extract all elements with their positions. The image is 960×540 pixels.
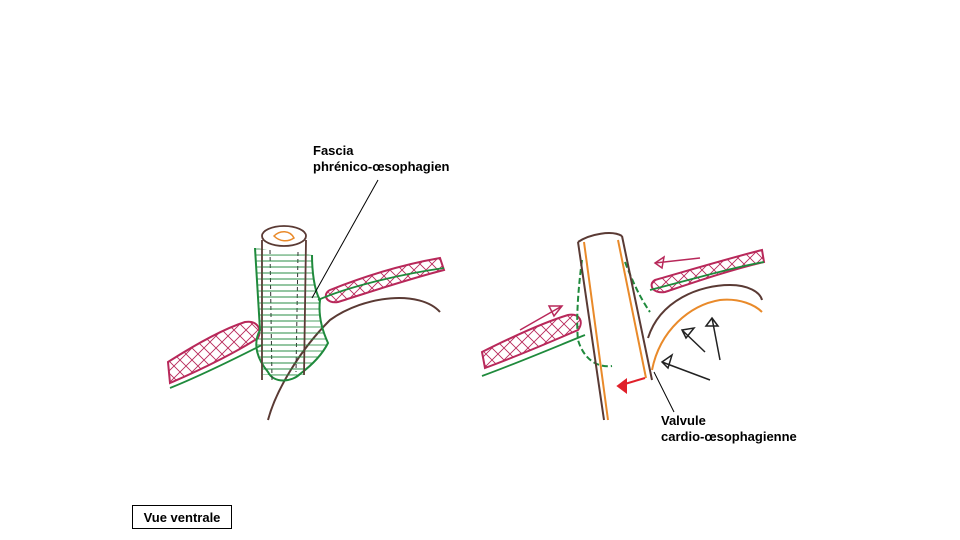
right-esophagus — [577, 232, 653, 421]
left-diaphragm-left-crus — [166, 320, 263, 389]
valvule-label-line2: cardio-œsophagienne — [661, 429, 797, 444]
right-diaphragm-right-crus — [649, 248, 766, 294]
right-figure — [480, 232, 766, 421]
valvule-label-line1: Valvule — [661, 413, 706, 428]
view-caption-box: Vue ventrale — [132, 505, 232, 529]
left-esophagus — [261, 225, 307, 381]
pressure-arrows — [660, 316, 721, 381]
right-stomach-inner — [651, 298, 763, 371]
red-arrow — [616, 377, 646, 394]
view-caption: Vue ventrale — [143, 509, 221, 525]
fascia-label-line1: Fascia — [313, 143, 354, 158]
fascia-label: Fascia phrénico-œsophagien — [313, 143, 450, 175]
right-fascia-membrane — [576, 259, 651, 368]
fascia-leader-line — [311, 179, 379, 299]
left-figure — [166, 179, 446, 421]
right-diaphragm-left-crus — [480, 313, 586, 377]
right-stomach-outline — [647, 283, 763, 339]
fascia-label-line2: phrénico-œsophagien — [313, 159, 450, 174]
valvule-label: Valvule cardio-œsophagienne — [661, 413, 797, 445]
left-diaphragm-right-crus — [317, 256, 446, 304]
left-stomach-outline — [267, 297, 441, 421]
arrow-muscle-upper — [653, 255, 701, 270]
valvule-leader-line — [653, 371, 675, 413]
arrow-muscle-lower — [519, 305, 564, 331]
